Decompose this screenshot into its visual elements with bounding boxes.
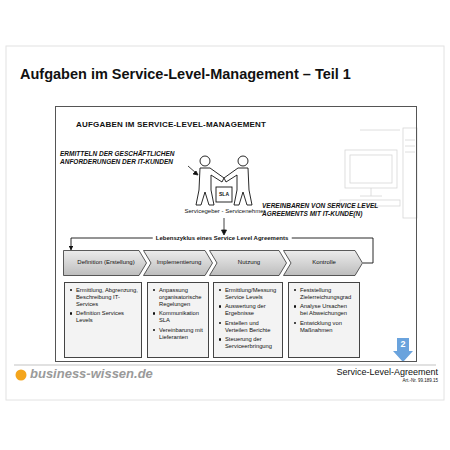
task-box: Ermittlung/Messung Service LevelsAuswert… (213, 282, 283, 358)
phase-name: Definition (Erstellung) (66, 259, 143, 266)
task-item: Ermittlung/Messung Service Levels (218, 287, 279, 301)
page-number: 2 (397, 339, 409, 349)
task-item: Ermittlung, Abgrenzung, Beschreibung IT-… (69, 287, 138, 308)
document-label: SLA (216, 191, 232, 197)
task-item: Kommunikation SLA (152, 310, 205, 324)
slide-border (6, 46, 444, 400)
footer-rule (14, 365, 436, 366)
footer-title: Service-Level-Agreement (290, 367, 438, 377)
loop-label: Lebenszyklus eines Service Level Agreeme… (153, 235, 292, 241)
task-item: Erstellen und Verteilen Berichte (218, 320, 279, 334)
chevron-outline (144, 251, 213, 276)
phase-name: Implementierung (146, 259, 211, 266)
screen (350, 155, 392, 183)
lifecycle-loop (71, 238, 373, 263)
tower-slot (405, 146, 415, 147)
requirement-note: ERMITTELN DER GESCHÄFTLICHEN ANFORDERUNG… (60, 150, 210, 166)
task-item: Analyse Ursachen bei Abweichungen (293, 303, 356, 317)
slide-title: Aufgaben im Service-Level-Management – T… (20, 66, 351, 82)
phase-chevron: Definition (Erstellung) (63, 250, 147, 276)
task-item: Auswertung der Ergebnisse (218, 303, 279, 317)
article-number: Art.-Nr. 99.189.15 (338, 378, 438, 383)
page-arrow (393, 338, 413, 362)
chevron-outline (284, 251, 363, 276)
task-item: Anpassung organisatorische Regelungen (152, 287, 205, 308)
person-head (238, 156, 248, 166)
tower (403, 128, 417, 218)
task-box: Anpassung organisatorische RegelungenKom… (147, 282, 209, 358)
handshake-figures (196, 156, 252, 205)
monitor (345, 150, 397, 188)
cable (360, 130, 400, 131)
tower-slot (405, 152, 415, 153)
tower-slot (405, 140, 415, 141)
task-box: Ermittlung, Abgrenzung, Beschreibung IT-… (64, 282, 142, 358)
phase-name: Nutzung (227, 259, 269, 266)
monitor-stand (371, 188, 372, 196)
pointer-arrows (188, 166, 227, 235)
chevron-outline (210, 251, 287, 276)
task-box: Feststellung ZielerreichungsgradAnalyse … (288, 282, 360, 358)
figure-frame: AUFGABEN IM SERVICE-LEVEL-MANAGEMENT Defi… (55, 106, 417, 362)
monitor-foot (360, 196, 382, 197)
task-item: Definition Services Levels (69, 310, 138, 324)
task-item: Steuerung der Serviceerbringung (218, 336, 279, 350)
task-item: Vereinbarung mit Lieferanten (152, 327, 205, 341)
person-head (200, 156, 210, 166)
phase-name: Kontrolle (301, 259, 345, 266)
task-item: Entwicklung von Maßnahmen (293, 320, 356, 334)
phase-chevron: Nutzung (209, 250, 287, 276)
agreement-note: VEREINBAREN VON SERVICE LEVEL AGREEMENTS… (262, 202, 412, 218)
task-item: Feststellung Zielerreichungsgrad (293, 287, 356, 301)
figure-heading: AUFGABEN IM SERVICE-LEVEL-MANAGEMENT (76, 120, 266, 129)
pointer-line (224, 218, 225, 231)
phase-chevron: Kontrolle (283, 250, 363, 276)
sla-document (216, 187, 232, 202)
logo-text: business-wissen.de (30, 366, 170, 381)
logo-dot (16, 370, 27, 381)
chevron-outline (64, 251, 147, 276)
phase-chevron: Implementierung (143, 250, 213, 276)
arrow-head (193, 171, 198, 175)
